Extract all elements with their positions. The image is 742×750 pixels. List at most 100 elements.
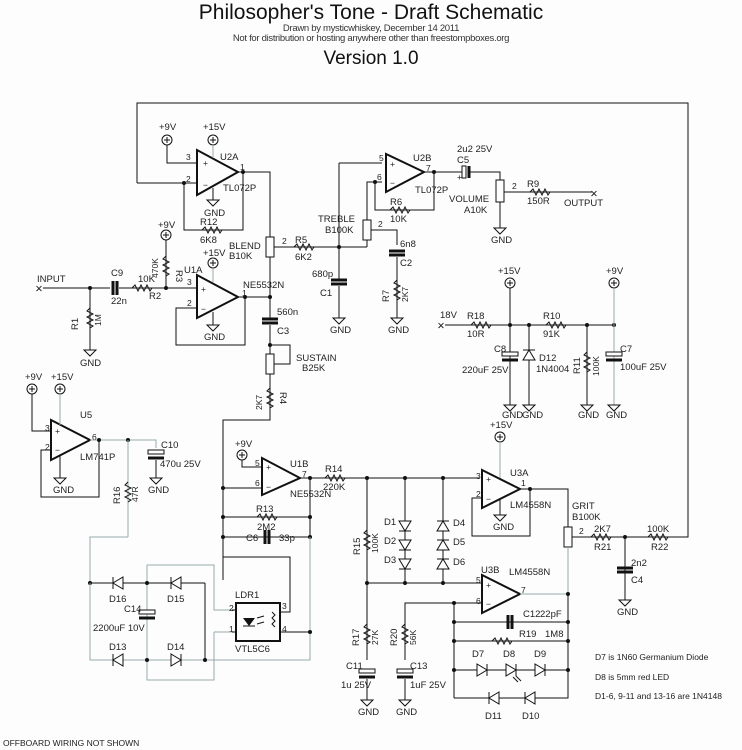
svg-text:1: 1 (240, 162, 245, 172)
svg-text:33p: 33p (279, 533, 295, 544)
blend-value: B10K (229, 251, 253, 262)
author-credit: Drawn by mysticwhiskey, December 14 2011 (282, 23, 460, 34)
wire-loop (136, 102, 689, 538)
svg-text:+15V: +15V (498, 266, 521, 277)
svg-text:TL072P: TL072P (415, 185, 448, 196)
svg-text:C10: C10 (161, 440, 178, 451)
svg-text:LM741P: LM741P (80, 452, 115, 463)
svg-text:150R: 150R (527, 196, 550, 207)
svg-text:6: 6 (92, 432, 97, 442)
svg-text:+15V: +15V (490, 420, 513, 431)
svg-text:6K2: 6K2 (295, 252, 312, 263)
svg-text:R9: R9 (527, 179, 539, 190)
svg-text:7: 7 (521, 585, 526, 595)
svg-text:VTL5C6: VTL5C6 (235, 644, 270, 655)
power-15v-u2a (207, 134, 219, 146)
diode-d5 (436, 539, 450, 551)
svg-text:470K: 470K (150, 258, 160, 278)
svg-text:GND: GND (396, 707, 417, 718)
opamp-u5: +− U5 LM741P 3 2 6 (45, 410, 115, 463)
svg-text:GND: GND (606, 410, 627, 421)
schematic-title: Philosopher's Tone - Draft Schematic (198, 1, 544, 24)
svg-text:R17: R17 (351, 629, 362, 646)
pot-volume[interactable] (495, 179, 505, 203)
output-jack-icon[interactable]: ✕ (590, 189, 598, 200)
svg-text:C7: C7 (620, 344, 632, 355)
svg-text:GND: GND (204, 208, 225, 219)
input-jack-icon[interactable]: ✕ (35, 284, 43, 295)
svg-text:R5: R5 (295, 235, 307, 246)
svg-text:R19: R19 (519, 629, 536, 640)
svg-text:D9: D9 (534, 649, 546, 660)
diode-d4 (436, 520, 450, 532)
svg-text:R3: R3 (173, 270, 184, 282)
svg-text:100uF 25V: 100uF 25V (620, 362, 667, 373)
svg-text:560n: 560n (277, 307, 298, 318)
svg-text:+9V: +9V (235, 439, 253, 450)
svg-text:C2: C2 (400, 258, 412, 269)
capacitor-c5 (461, 165, 467, 179)
footer-note: OFFBOARD WIRING NOT SHOWN (3, 738, 139, 748)
capacitor-c9 (111, 279, 119, 297)
svg-text:10R: 10R (467, 329, 485, 340)
svg-text:C9: C9 (111, 268, 123, 279)
svg-text:2n2: 2n2 (631, 558, 647, 569)
svg-text:C4: C4 (631, 575, 643, 586)
svg-text:470u 25V: 470u 25V (160, 459, 201, 470)
svg-text:7: 7 (426, 163, 431, 173)
led-d8 (505, 663, 517, 677)
svg-text:R16: R16 (112, 487, 123, 504)
svg-text:2: 2 (378, 219, 383, 229)
pot-treble[interactable] (362, 219, 372, 241)
svg-text:−: − (486, 494, 491, 504)
opamp-u2b: +− U2B TL072P 5 6 7 (377, 152, 448, 196)
svg-text:6n8: 6n8 (400, 239, 416, 250)
pot-grit[interactable] (563, 526, 573, 548)
note-diodes: D1-6, 9-11 and 13-16 are 1N4148 (595, 691, 722, 701)
svg-text:2: 2 (186, 174, 191, 184)
svg-text:−: − (390, 178, 395, 188)
svg-text:R1: R1 (70, 318, 81, 330)
svg-text:GND: GND (330, 325, 351, 336)
svg-text:D4: D4 (453, 518, 465, 529)
diode-d2 (398, 539, 412, 551)
svg-text:220K: 220K (323, 482, 346, 493)
svg-text:1uF 25V: 1uF 25V (410, 680, 447, 691)
svg-text:R13: R13 (256, 504, 273, 515)
note-d8: D8 is 5mm red LED (595, 672, 669, 682)
svg-text:R6: R6 (390, 197, 402, 208)
svg-text:+9V: +9V (25, 372, 43, 383)
diode-d14 (170, 653, 182, 667)
svg-text:D8: D8 (503, 649, 515, 660)
svg-text:56K: 56K (408, 630, 418, 645)
diode-d3 (398, 558, 412, 570)
svg-text:U1B: U1B (290, 459, 308, 470)
svg-text:R10: R10 (543, 311, 560, 322)
svg-text:2K7: 2K7 (254, 395, 264, 410)
svg-text:D15: D15 (167, 594, 184, 605)
pot-blend[interactable] (265, 236, 275, 258)
svg-text:5: 5 (476, 575, 481, 585)
svg-text:GND: GND (522, 410, 543, 421)
svg-text:47R: 47R (130, 486, 140, 502)
svg-text:−: − (203, 180, 208, 190)
svg-text:GND: GND (578, 410, 599, 421)
svg-text:D16: D16 (109, 594, 126, 605)
svg-text:C1: C1 (320, 288, 332, 299)
diode-d6 (436, 558, 450, 570)
svg-text:+: + (203, 158, 208, 168)
svg-text:220uF 25V: 220uF 25V (462, 365, 509, 376)
sustain-value: B25K (302, 363, 326, 374)
opamp-u1b: +− U1B NE5532N 5 6 7 (255, 456, 331, 500)
svg-text:2K7: 2K7 (400, 287, 410, 302)
diode-d10 (524, 691, 536, 705)
svg-text:5: 5 (255, 458, 260, 468)
svg-text:−: − (201, 304, 206, 314)
dc-input-icon[interactable]: ✕ (437, 321, 445, 332)
svg-text:1: 1 (229, 624, 234, 634)
svg-text:5: 5 (379, 153, 384, 163)
svg-text:1M: 1M (93, 314, 103, 326)
svg-text:6: 6 (476, 596, 481, 606)
pot-sustain[interactable] (265, 353, 275, 375)
capacitor-c10 (146, 448, 166, 460)
